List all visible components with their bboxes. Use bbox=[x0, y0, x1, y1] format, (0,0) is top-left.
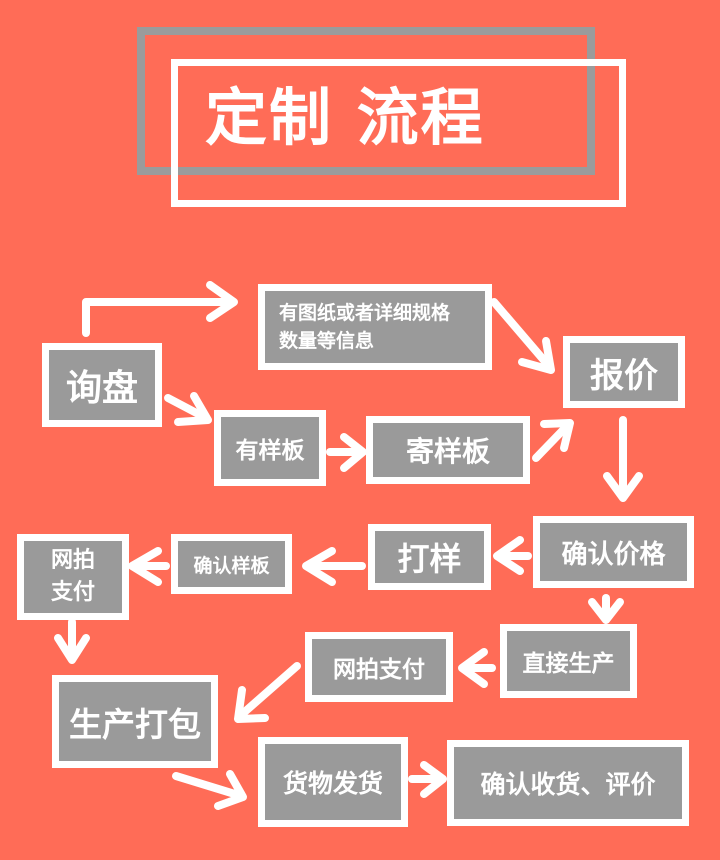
node-drawings-label-line1: 有图纸或者详细规格 bbox=[279, 302, 451, 324]
arrowhead-confirm-price-to-proofing bbox=[493, 536, 524, 575]
node-quote: 报价 bbox=[563, 336, 685, 408]
arrow-pay-b-to-production bbox=[236, 662, 301, 720]
arrowhead-confirm-sample-to-pay-a bbox=[128, 547, 162, 586]
node-pay-online-b-label: 网拍支付 bbox=[333, 657, 425, 683]
arrowhead-quote-to-confirm-price bbox=[603, 472, 643, 502]
node-production-packing-label: 生产打包 bbox=[69, 704, 201, 744]
arrowhead-drawings-to-quote bbox=[518, 337, 555, 374]
arrowhead-pay-b-to-production bbox=[234, 686, 269, 723]
arrow-drawings-to-quote bbox=[490, 298, 552, 369]
node-confirm-receipt: 确认收货、评价 bbox=[447, 740, 689, 826]
arrowhead-inquiry-to-drawings bbox=[206, 281, 238, 322]
title-frame-gray bbox=[137, 27, 595, 175]
arrow-inquiry-to-has-sample bbox=[164, 394, 210, 422]
arrowhead-inquiry-to-has-sample bbox=[174, 392, 212, 426]
node-drawings-info: 有图纸或者详细规格 数量等信息 bbox=[258, 284, 492, 370]
node-proofing-label: 打样 bbox=[397, 540, 462, 578]
node-confirm-sample-label: 确认样板 bbox=[193, 554, 270, 577]
node-inquiry: 询盘 bbox=[42, 343, 162, 427]
arrowhead-production-to-shipping bbox=[214, 770, 247, 810]
node-shipping-label: 货物发货 bbox=[282, 769, 383, 798]
arrowhead-pay-a-to-production bbox=[54, 634, 90, 664]
arrowhead-has-sample-to-send-sample bbox=[340, 433, 367, 472]
arrowhead-send-sample-to-quote bbox=[540, 419, 574, 452]
node-pay-online-a: 网拍 支付 bbox=[17, 534, 129, 620]
node-confirm-price-label: 确认价格 bbox=[561, 539, 666, 570]
node-send-sample: 寄样板 bbox=[366, 416, 530, 484]
arrowhead-confirm-price-to-direct bbox=[588, 598, 624, 624]
node-confirm-price: 确认价格 bbox=[533, 516, 694, 588]
node-direct-production: 直接生产 bbox=[500, 624, 637, 698]
node-has-sample: 有样板 bbox=[214, 410, 326, 486]
node-pay-online-a-line2: 支付 bbox=[50, 580, 95, 605]
node-pay-online-b: 网拍支付 bbox=[305, 632, 453, 702]
node-production-packing: 生产打包 bbox=[52, 675, 218, 768]
arrowhead-shipping-to-receipt bbox=[420, 761, 447, 798]
page-title: 定制 流程 bbox=[205, 81, 485, 154]
node-drawings-label-line2: 数量等信息 bbox=[279, 330, 375, 352]
title-frame-white bbox=[171, 59, 626, 207]
arrow-inquiry-to-drawings bbox=[82, 298, 232, 337]
node-confirm-sample: 确认样板 bbox=[171, 534, 292, 594]
node-proofing: 打样 bbox=[368, 524, 491, 590]
node-pay-online-a-line1: 网拍 bbox=[50, 548, 95, 573]
node-confirm-receipt-label: 确认收货、评价 bbox=[480, 770, 656, 799]
arrow-production-to-shipping bbox=[172, 772, 242, 799]
node-inquiry-label: 询盘 bbox=[65, 368, 138, 409]
arrowhead-direct-to-pay-b bbox=[458, 648, 488, 688]
arrow-send-sample-to-quote bbox=[532, 424, 569, 462]
arrowhead-proofing-to-confirm-sample bbox=[302, 547, 336, 586]
node-has-sample-label: 有样板 bbox=[235, 438, 305, 464]
node-shipping: 货物发货 bbox=[258, 737, 408, 827]
node-send-sample-label: 寄样板 bbox=[405, 435, 490, 468]
node-direct-production-label: 直接生产 bbox=[522, 651, 615, 677]
node-quote-label: 报价 bbox=[590, 355, 658, 396]
